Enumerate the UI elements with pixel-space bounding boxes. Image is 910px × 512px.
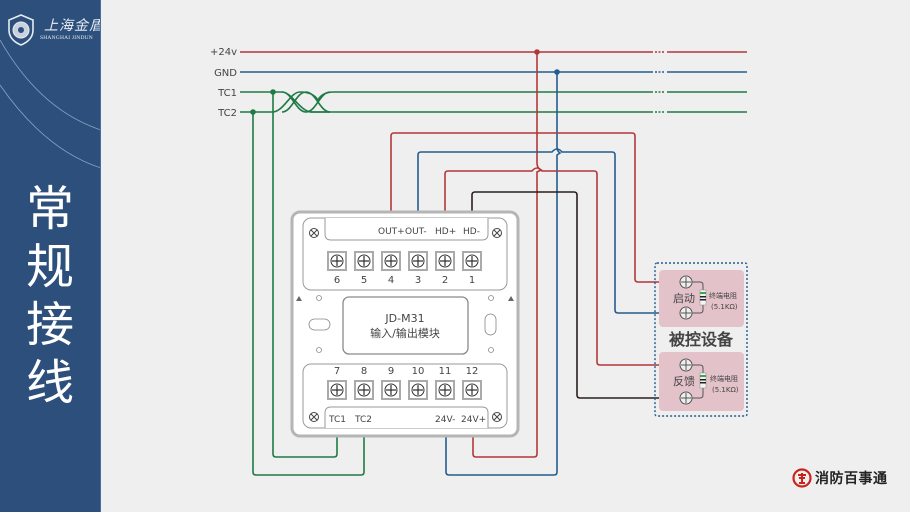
- fire-hydrant-icon: [792, 468, 812, 488]
- bottom-terminal-number: 11: [439, 366, 452, 377]
- company-logo: 上海金盾 SHANGHAI JINDUN: [6, 13, 101, 49]
- terminal-label-tc2: TC2: [354, 415, 372, 425]
- top-terminal: 4: [381, 251, 401, 286]
- sidebar: 上海金盾 SHANGHAI JINDUN 常 规 接 线: [0, 0, 101, 512]
- sidebar-decor-arcs: [0, 39, 101, 169]
- bottom-terminal: 7: [327, 366, 347, 400]
- top-terminal-number: 6: [334, 275, 340, 286]
- resistor-icons: [699, 289, 707, 389]
- title-char: 规: [25, 239, 74, 295]
- top-terminal-number: 4: [388, 275, 394, 286]
- screw-icon: [467, 385, 477, 395]
- bottom-terminal: 9: [381, 366, 401, 400]
- wire-24v-plus: [472, 52, 543, 458]
- bus-tc1-line: [240, 91, 747, 113]
- device-title: 被控设备: [669, 330, 734, 349]
- page-title: 常 规 接 线: [18, 180, 82, 412]
- io-module: [290, 210, 520, 438]
- resistor-value: (5.1KΩ): [711, 303, 738, 311]
- start-label: 启动: [673, 292, 695, 305]
- screw-icon: [359, 385, 369, 395]
- screw-icon: [332, 385, 342, 395]
- top-terminal-number: 2: [442, 275, 448, 286]
- screw-icon: [332, 256, 342, 266]
- logo-name-cn: 上海金盾: [44, 18, 101, 34]
- bottom-terminal: 11: [435, 366, 455, 400]
- wire-out-minus: [417, 148, 680, 314]
- title-char: 接: [25, 297, 74, 353]
- screw-icon: [413, 256, 423, 266]
- screw-icon: [359, 256, 369, 266]
- resistor-value: (5.1KΩ): [712, 386, 739, 394]
- terminal-label-out-plus: OUT+: [378, 227, 405, 237]
- module-screw-icons: [309, 228, 502, 422]
- top-terminal: 3: [408, 251, 428, 286]
- bottom-terminal-number: 7: [334, 366, 340, 377]
- screw-icon: [440, 256, 450, 266]
- terminal-label-tc1: TC1: [328, 415, 346, 425]
- bottom-terminal: 12: [462, 366, 482, 400]
- terminal-label-out-minus: OUT-: [405, 227, 427, 237]
- logo-name-en: SHANGHAI JINDUN: [40, 35, 93, 41]
- twisted-pair: [281, 91, 331, 113]
- bottom-terminal-number: 10: [412, 366, 425, 377]
- bus-label-24v: +24v: [210, 47, 237, 58]
- terminal-label-24v-plus: 24V+: [461, 415, 486, 425]
- wire-tc2: [252, 112, 365, 476]
- bottom-terminal: 8: [354, 366, 374, 400]
- bus-label-tc2: TC2: [217, 108, 237, 119]
- screw-icon: [386, 385, 396, 395]
- module-name: 输入/输出模块: [370, 326, 440, 340]
- wire-tc1: [272, 92, 338, 458]
- terminal-label-hd-plus: HD+: [435, 227, 456, 237]
- bus-label-gnd: GND: [214, 68, 237, 79]
- resistor-label: 终端电阻: [709, 291, 737, 300]
- screw-icon: [386, 256, 396, 266]
- title-char: 线: [25, 355, 74, 411]
- bottom-terminal-number: 8: [361, 366, 367, 377]
- bus-label-tc1: TC1: [217, 88, 237, 99]
- bottom-terminals: 7 8 9 10 11 12: [327, 366, 482, 400]
- module-model: JD-M31: [384, 312, 424, 325]
- screw-icon: [413, 385, 423, 395]
- top-terminal: 2: [435, 251, 455, 286]
- shield-gear-icon: [8, 14, 34, 46]
- resistor-label: 终端电阻: [710, 374, 738, 383]
- sidebar-edge: [100, 0, 101, 512]
- device-terminals: [679, 275, 693, 405]
- wire-hd-plus: [444, 167, 680, 366]
- title-char: 常: [25, 181, 74, 237]
- top-terminal: 5: [354, 251, 374, 286]
- screw-icon: [467, 256, 477, 266]
- bottom-terminal-number: 9: [388, 366, 394, 377]
- bottom-terminal: 10: [408, 366, 428, 400]
- brand-logo: 消防百事通: [792, 468, 888, 488]
- bottom-terminal-number: 12: [466, 366, 479, 377]
- top-terminals: 6 5 4 3 2 1: [327, 251, 482, 286]
- screw-icon: [440, 385, 450, 395]
- terminal-label-24v-minus: 24V-: [435, 415, 455, 425]
- wire-out-plus: [390, 132, 680, 283]
- feedback-label: 反馈: [673, 375, 695, 388]
- top-terminal: 1: [462, 251, 482, 286]
- top-terminal-number: 5: [361, 275, 367, 286]
- top-terminal-number: 3: [415, 275, 421, 286]
- terminal-label-hd-minus: HD-: [463, 227, 480, 237]
- top-terminal-number: 1: [469, 275, 475, 286]
- bus-tc2-line: [240, 91, 747, 113]
- wire-24v-minus: [445, 72, 562, 476]
- wire-hd-minus: [471, 191, 680, 399]
- brand-text: 消防百事通: [815, 471, 888, 487]
- top-terminal: 6: [327, 251, 347, 286]
